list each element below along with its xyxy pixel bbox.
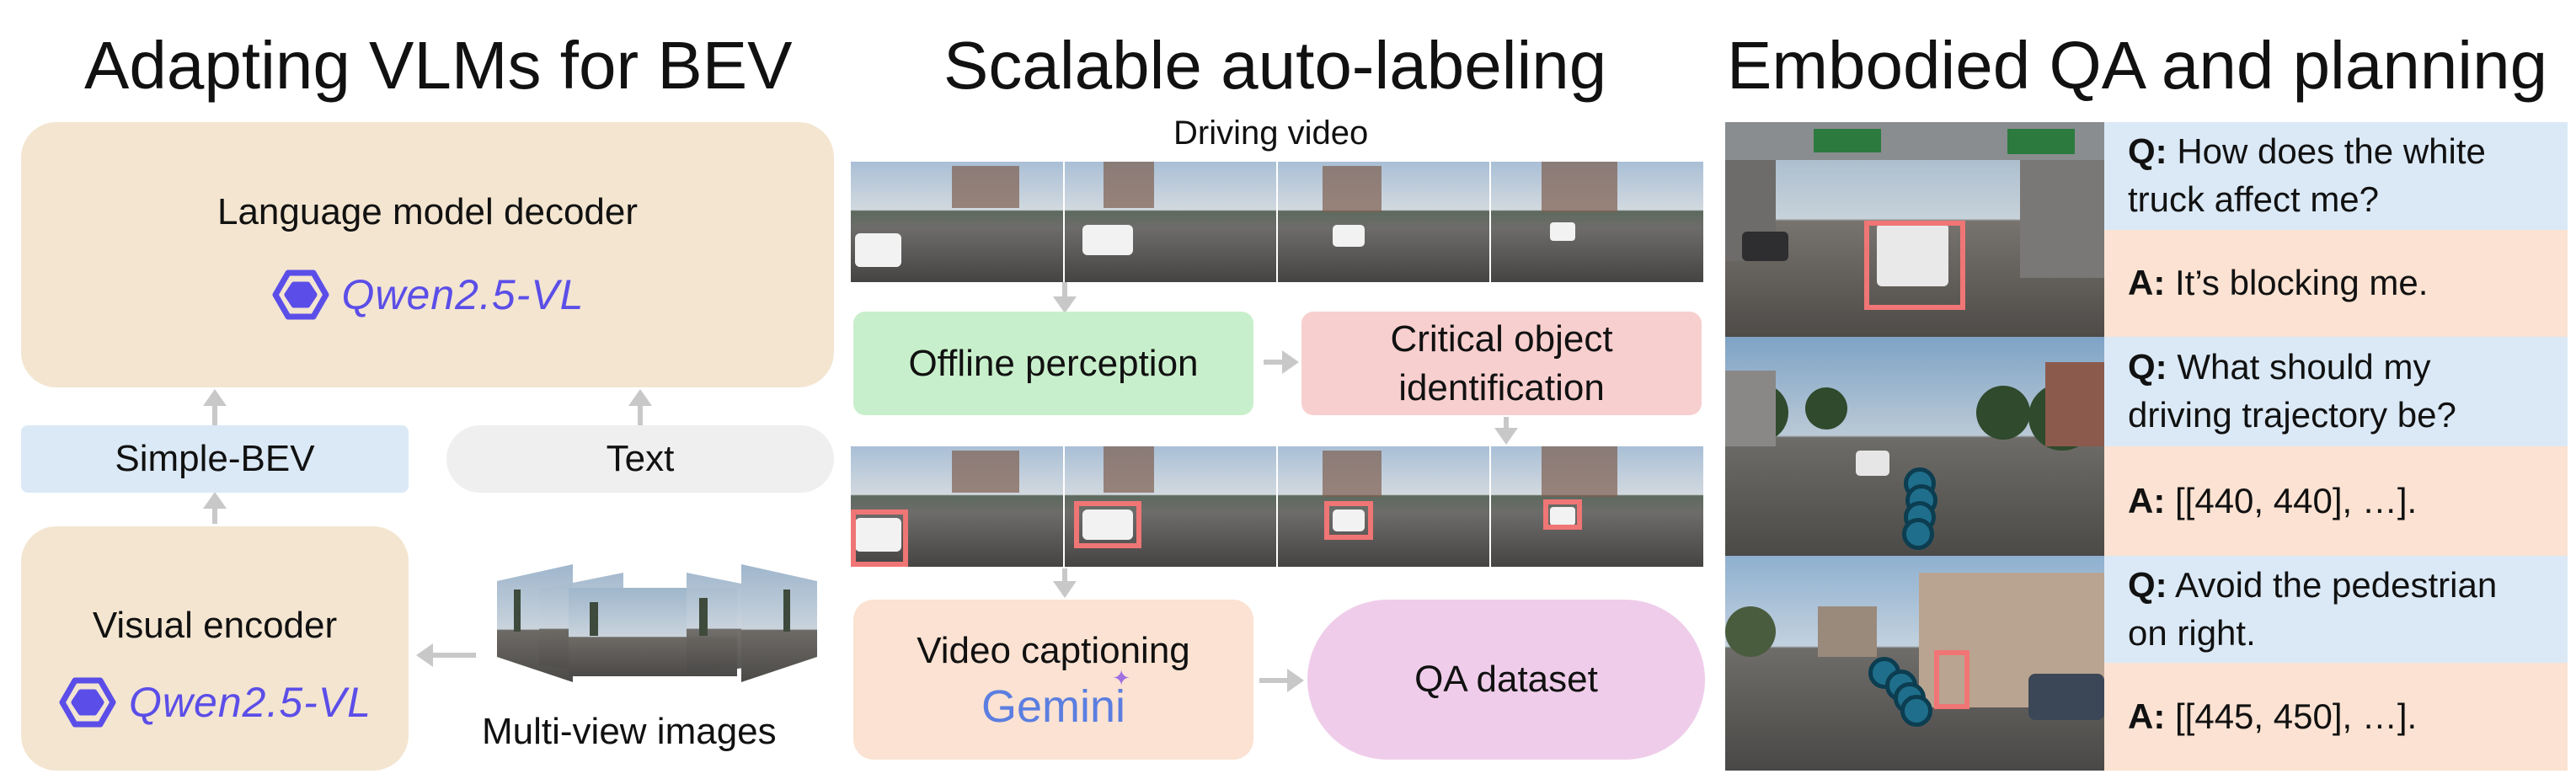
- gemini-logo: Gemini ✦: [981, 665, 1130, 733]
- video-captioning-box: Video captioning Gemini ✦: [853, 600, 1253, 760]
- qwen-label: Qwen2.5-VL: [341, 271, 585, 319]
- question-2: Q: What should my driving trajectory be?: [2104, 337, 2568, 446]
- trajectory-point: [1902, 518, 1934, 550]
- gemini-label: Gemini: [981, 680, 1126, 732]
- a-prefix: A:: [2128, 480, 2166, 520]
- offline-perception-label: Offline perception: [908, 342, 1199, 384]
- encoder-label: Visual encoder: [92, 605, 338, 647]
- answer-1: A: It’s blocking me.: [2104, 230, 2568, 337]
- text-label: Text: [606, 438, 675, 480]
- middle-section-title: Scalable auto-labeling: [943, 28, 1607, 103]
- scene-photo-3: [1725, 556, 2104, 771]
- annotated-video-frames: [851, 446, 1703, 567]
- qwen-label: Qwen2.5-VL: [129, 678, 371, 726]
- qwen-logo-2: Qwen2.5-VL: [58, 675, 371, 729]
- right-section-title: Embodied QA and planning: [1727, 28, 2548, 103]
- question-text: Avoid the pedestrian on right.: [2128, 564, 2498, 653]
- answer-3: A: [[445, 450], …].: [2104, 663, 2568, 771]
- driving-video-label: Driving video: [1173, 115, 1369, 152]
- text-box: Text: [446, 425, 834, 493]
- qwen-logo: Qwen2.5-VL: [271, 268, 585, 322]
- simple-bev-box: Simple-BEV: [21, 425, 409, 493]
- critical-object-box: Critical object identification: [1301, 312, 1702, 415]
- multi-view-label: Multi-view images: [482, 711, 777, 752]
- visual-encoder-box: Visual encoder Qwen2.5-VL: [21, 526, 409, 771]
- question-text: What should my driving trajectory be?: [2128, 347, 2456, 435]
- sparkle-icon: ✦: [1112, 664, 1131, 691]
- answer-text: [[440, 440], …].: [2175, 480, 2418, 520]
- a-prefix: A:: [2128, 696, 2166, 736]
- q-prefix: Q:: [2128, 564, 2167, 605]
- qwen-icon: [59, 677, 116, 728]
- video-captioning-label: Video captioning: [917, 630, 1190, 672]
- driving-video-frames: [851, 162, 1703, 282]
- left-section-title: Adapting VLMs for BEV: [84, 28, 793, 103]
- question-1: Q: How does the white truck affect me?: [2104, 122, 2568, 230]
- q-prefix: Q:: [2128, 347, 2167, 387]
- scene-photo-2: [1725, 337, 2104, 556]
- answer-2: A: [[440, 440], …].: [2104, 446, 2568, 556]
- qa-dataset-box: QA dataset: [1307, 600, 1705, 760]
- truck-bounding-box: [1864, 221, 1965, 310]
- qwen-icon: [272, 269, 329, 320]
- trajectory-point: [1900, 695, 1932, 727]
- language-model-decoder-box: Language model decoder Qwen2.5-VL: [21, 122, 834, 387]
- answer-text: It’s blocking me.: [2175, 263, 2429, 303]
- critical-object-label: Critical object identification: [1390, 318, 1613, 408]
- decoder-label: Language model decoder: [216, 190, 639, 232]
- q-prefix: Q:: [2128, 131, 2167, 172]
- question-3: Q: Avoid the pedestrian on right.: [2104, 556, 2568, 663]
- a-prefix: A:: [2128, 263, 2166, 303]
- answer-text: [[445, 450], …].: [2175, 696, 2418, 736]
- question-text: How does the white truck affect me?: [2128, 131, 2486, 219]
- scene-photo-1: [1725, 122, 2104, 337]
- simple-bev-label: Simple-BEV: [115, 438, 315, 480]
- multi-view-images: [497, 564, 817, 682]
- offline-perception-box: Offline perception: [853, 312, 1253, 415]
- pedestrian-bounding-box: [1934, 650, 1969, 709]
- qa-dataset-label: QA dataset: [1414, 659, 1598, 701]
